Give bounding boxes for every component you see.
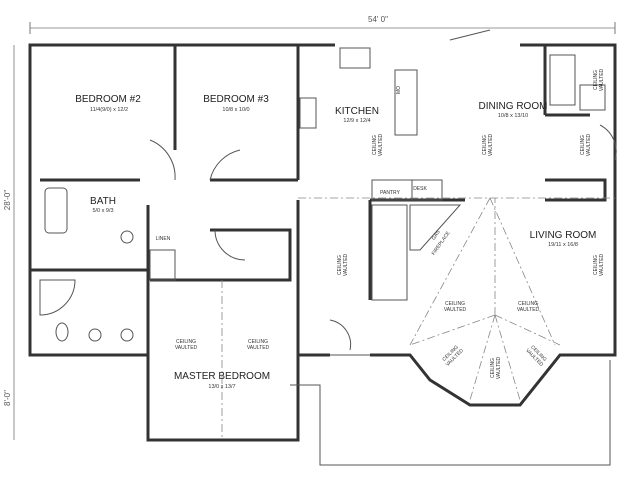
ceiling-label: CEILING <box>580 135 586 155</box>
bath-size: 5/0 x 9/3 <box>92 208 113 214</box>
dimension-bump: 8'-0" <box>3 390 12 406</box>
doors <box>149 29 617 351</box>
vaulted-label: VAULTED <box>586 133 592 156</box>
ceiling-label: CEILING <box>593 70 599 90</box>
linen-label: LINEN <box>156 236 171 242</box>
kitchen-size: 12/9 x 12/4 <box>343 118 370 124</box>
master-label: MASTER BEDROOM <box>174 371 270 382</box>
bedroom3-label: BEDROOM #3 <box>203 94 269 105</box>
ceiling-label: CEILING <box>248 339 268 345</box>
ceiling-label: CEILING <box>337 255 343 275</box>
vaulted-label: VAULTED <box>247 345 270 351</box>
vaulted-label: VAULTED <box>444 307 467 313</box>
bath-label: BATH <box>90 196 116 207</box>
desk-label: DESK <box>413 186 427 192</box>
fireplace-label-1: GAS <box>431 229 442 242</box>
ceiling-label: CEILING <box>372 135 378 155</box>
dimension-lines <box>13 22 616 440</box>
vaulted-label: VAULTED <box>517 307 540 313</box>
dimension-width: 54' 0" <box>368 15 388 24</box>
living-label: LIVING ROOM <box>530 230 597 241</box>
dimension-depth: 28'-0" <box>3 190 12 211</box>
bedroom2-label: BEDROOM #2 <box>75 94 141 105</box>
ceiling-label: CEILING <box>518 301 538 307</box>
bedroom3-size: 10/8 x 10/0 <box>222 107 249 113</box>
dining-label: DINING ROOM <box>479 101 548 112</box>
ceiling-label: CEILING <box>593 255 599 275</box>
ceiling-label: CEILING <box>490 358 496 378</box>
vault-lines <box>221 197 615 440</box>
master-size: 13/0 x 13/7 <box>208 384 235 390</box>
dining-size: 10/8 x 13/10 <box>498 113 528 119</box>
vaulted-label: VAULTED <box>175 345 198 351</box>
exterior-walls <box>28 43 617 466</box>
microwave-label: MO <box>396 86 402 94</box>
vaulted-label: VAULTED <box>343 253 349 276</box>
vaulted-label: VAULTED <box>599 68 605 91</box>
pantry-label: PANTRY <box>380 190 400 196</box>
living-size: 19/11 x 16/8 <box>548 242 578 248</box>
vaulted-label: VAULTED <box>488 133 494 156</box>
bedroom2-size: 11/4(9/0) x 12/2 <box>90 107 128 113</box>
ceiling-label: CEILING <box>482 135 488 155</box>
vaulted-label: VAULTED <box>599 253 605 276</box>
fixtures <box>39 47 606 342</box>
ceiling-label: CEILING <box>176 339 196 345</box>
kitchen-label: KITCHEN <box>335 106 379 117</box>
vaulted-label: VAULTED <box>378 133 384 156</box>
vaulted-label: VAULTED <box>496 356 502 379</box>
ceiling-label: CEILING <box>445 301 465 307</box>
